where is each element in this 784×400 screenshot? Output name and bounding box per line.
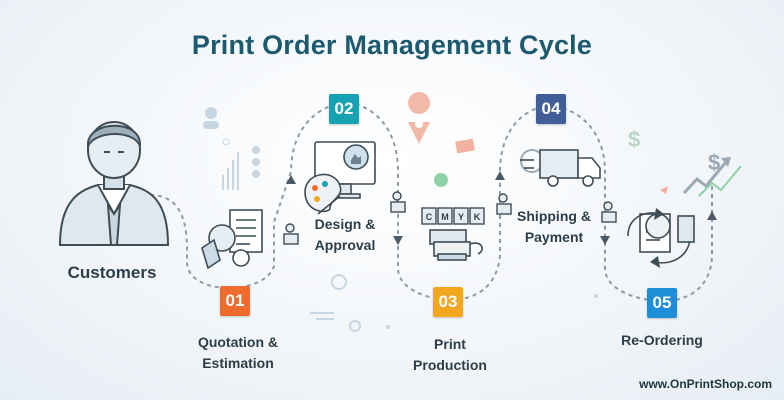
step-03-badge: 03 — [433, 287, 463, 317]
cmyk-letter-m: M — [441, 212, 449, 222]
step-03-label: Print Production — [395, 334, 505, 376]
cmyk-letter-y: Y — [458, 212, 464, 222]
reorder-illustration — [627, 208, 695, 268]
cmyk-letter-k: K — [474, 212, 481, 222]
step-04-label-line2: Payment — [524, 229, 584, 245]
step-01-number: 01 — [225, 291, 245, 310]
shipping-illustration — [520, 149, 601, 187]
ink-box-y — [453, 207, 469, 225]
step-01-badge: 01 — [220, 286, 250, 316]
decor-icons: $ $ — [408, 92, 742, 197]
website-url: www.OnPrintShop.com — [639, 377, 772, 391]
step-02-number: 02 — [334, 99, 354, 118]
svg-text:$: $ — [708, 150, 720, 175]
design-illustration — [304, 141, 376, 215]
step-05-number: 05 — [652, 293, 672, 312]
quotation-illustration — [201, 209, 263, 270]
production-illustration — [429, 229, 483, 261]
step-02-badge: 02 — [329, 94, 359, 124]
step-02-label: Design & Approval — [295, 214, 395, 256]
ink-box-c — [421, 207, 437, 225]
step-03-label-line2: Production — [413, 357, 487, 373]
cycle-path — [149, 101, 713, 303]
page-title: Print Order Management Cycle — [191, 30, 593, 60]
step-04-label: Shipping & Payment — [504, 206, 604, 248]
step-01-label: Quotation & Estimation — [178, 332, 298, 374]
step-02-label-line1: Design & — [314, 216, 376, 232]
step-01-label-line1: Quotation & — [197, 334, 279, 350]
step-02-label-line2: Approval — [314, 237, 376, 253]
step-05-badge: 05 — [647, 288, 677, 318]
step-01-label-line2: Estimation — [202, 355, 274, 371]
step-03-label-line1: Print — [434, 336, 466, 352]
flow-arrows — [286, 171, 717, 245]
ink-box-m — [437, 207, 453, 225]
cmyk-boxes: C M Y K — [421, 207, 485, 225]
step-04-badge: 04 — [536, 94, 566, 124]
step-04-label-line1: Shipping & — [517, 208, 591, 224]
background-decorations — [203, 107, 598, 332]
svg-text:$: $ — [628, 127, 640, 152]
step-05-label: Re-Ordering — [607, 330, 717, 351]
mini-person-icons — [283, 191, 617, 245]
step-04-number: 04 — [541, 99, 561, 118]
ink-box-k — [469, 207, 485, 225]
cmyk-letter-c: C — [426, 212, 433, 222]
step-05-label-line1: Re-Ordering — [621, 332, 703, 348]
step-03-number: 03 — [438, 292, 458, 311]
customers-label: Customers — [67, 263, 157, 282]
customer-figure — [58, 121, 170, 246]
